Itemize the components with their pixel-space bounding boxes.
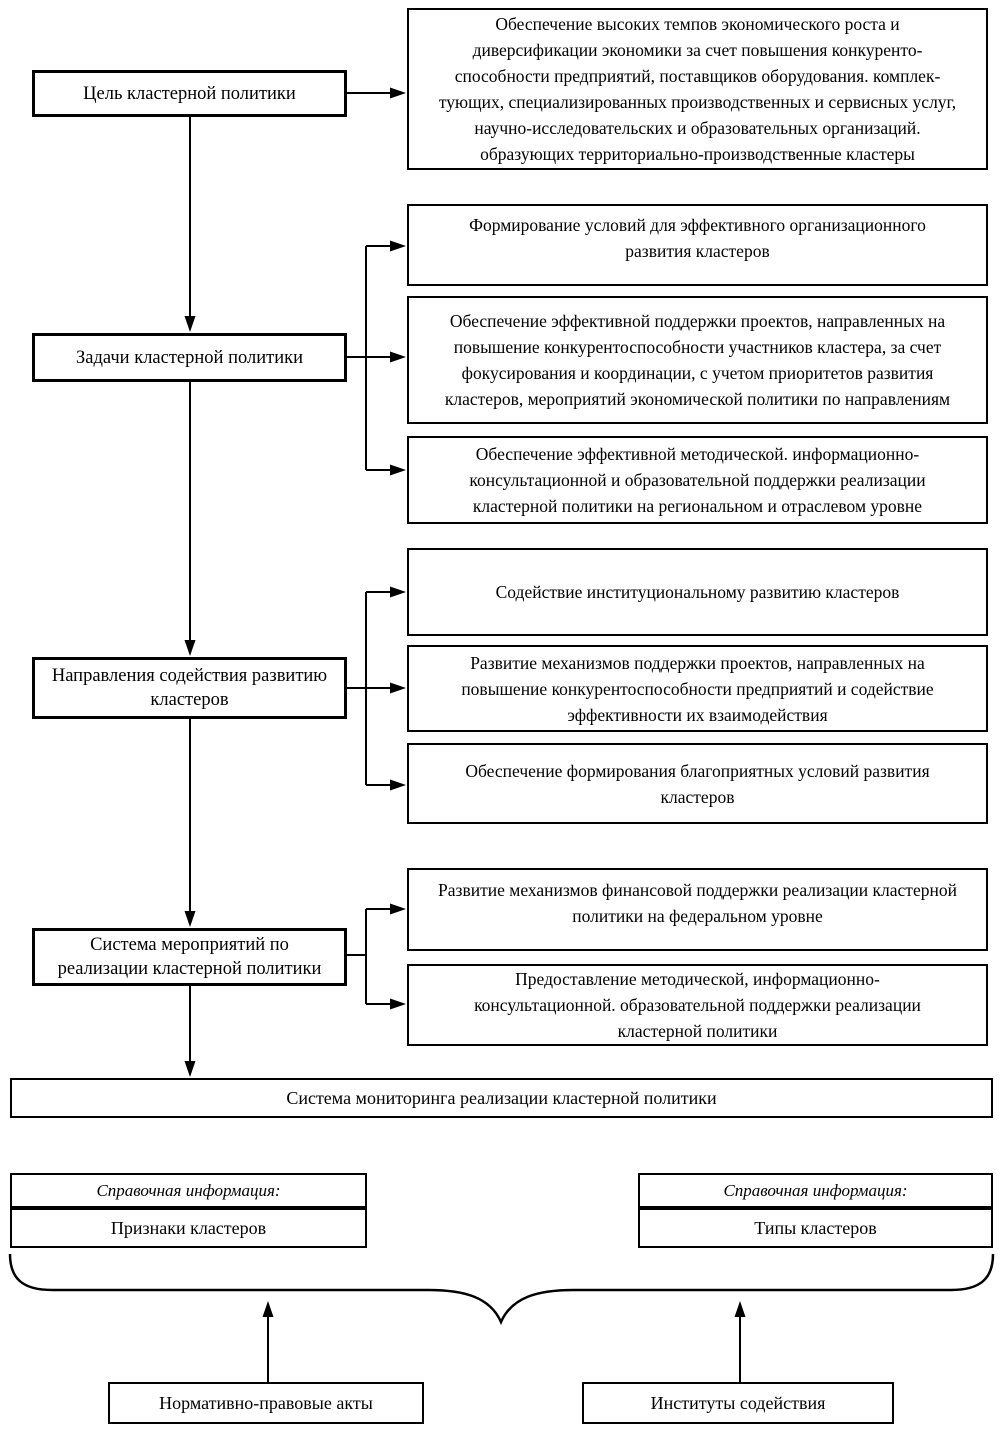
- direction-item-text: Развитие механизмов поддержки проектов, …: [461, 652, 934, 725]
- connector-goal-detail: [347, 87, 406, 99]
- arrow-npa-up: [262, 1301, 274, 1382]
- task-item-box: Формирование условий для эффективного ор…: [407, 204, 988, 286]
- reference-header-text: Справочная информация:: [96, 1180, 281, 1200]
- goal-label: Цель кластерной политики: [83, 83, 296, 104]
- directions-label: Направления содействия развитию кластеро…: [51, 666, 328, 710]
- goal-box: Цель кластерной политики: [32, 70, 347, 117]
- assistance-institutes-box: Институты содействия: [582, 1382, 894, 1424]
- reference-header-box: Справочная информация:: [10, 1173, 367, 1208]
- measure-item-text: Предоставление методической, информацион…: [474, 969, 921, 1041]
- task-item-text: Формирование условий для эффективного ор…: [469, 215, 926, 261]
- direction-item-box: Развитие механизмов поддержки проектов, …: [407, 645, 988, 732]
- direction-item-text: Обеспечение формирования благоприятных у…: [465, 760, 930, 807]
- legal-acts-text: Нормативно-правовые акты: [159, 1392, 373, 1413]
- arrow-inst-up: [734, 1301, 746, 1382]
- measures-label: Система мероприятий по реализации класте…: [57, 935, 322, 979]
- task-item-text: Обеспечение эффективной поддержки проект…: [444, 311, 951, 409]
- task-item-box: Обеспечение эффективной методической. ин…: [407, 436, 988, 524]
- goal-detail-text: Обеспечение высоких темпов экономическог…: [438, 14, 957, 164]
- legal-acts-box: Нормативно-правовые акты: [108, 1382, 424, 1424]
- spine-down-arrows: [184, 117, 196, 1077]
- tasks-box: Задачи кластерной политики: [32, 333, 347, 382]
- monitoring-box: Система мониторинга реализации кластерно…: [10, 1078, 993, 1118]
- connector-tasks: [347, 240, 406, 476]
- measure-item-box: Развитие механизмов финансовой поддержки…: [407, 868, 988, 951]
- measure-item-box: Предоставление методической, информацион…: [407, 964, 988, 1046]
- goal-detail-box: Обеспечение высоких темпов экономическог…: [407, 8, 988, 170]
- reference-header-box: Справочная информация:: [638, 1173, 993, 1208]
- task-item-box: Обеспечение эффективной поддержки проект…: [407, 296, 988, 424]
- directions-box: Направления содействия развитию кластеро…: [32, 657, 347, 719]
- direction-item-box: Содействие институциональному развитию к…: [407, 548, 988, 636]
- tasks-label: Задачи кластерной политики: [76, 347, 303, 368]
- reference-content-box: Признаки кластеров: [10, 1208, 367, 1248]
- task-item-text: Обеспечение эффективной методической. ин…: [469, 444, 926, 516]
- measures-box: Система мероприятий по реализации класте…: [32, 928, 347, 986]
- reference-content-box: Типы кластеров: [638, 1208, 993, 1248]
- reference-content-text: Признаки кластеров: [110, 1217, 267, 1238]
- monitoring-text: Система мониторинга реализации кластерно…: [286, 1087, 717, 1108]
- connector-directions: [347, 586, 406, 791]
- reference-header-text: Справочная информация:: [723, 1180, 908, 1200]
- brace: [8, 1253, 995, 1326]
- direction-item-text: Содействие институциональному развитию к…: [495, 582, 900, 602]
- assistance-institutes-text: Институты содействия: [650, 1392, 826, 1413]
- measure-item-text: Развитие механизмов финансовой поддержки…: [438, 879, 957, 926]
- reference-content-text: Типы кластеров: [754, 1217, 877, 1238]
- connector-measures: [346, 903, 406, 1010]
- direction-item-box: Обеспечение формирования благоприятных у…: [407, 743, 988, 824]
